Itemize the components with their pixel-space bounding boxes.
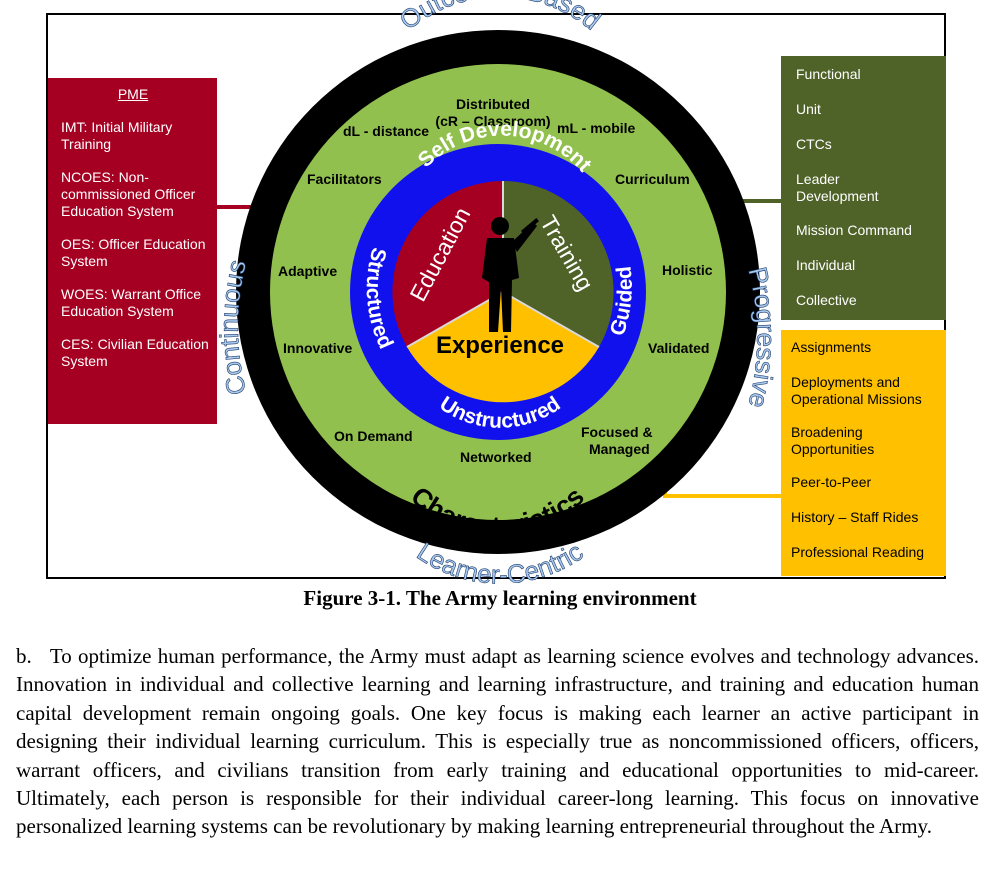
characteristic-focused: Focused & (581, 424, 653, 440)
sector-divider (406, 291, 504, 348)
body-paragraph: b. To optimize human performance, the Ar… (16, 642, 979, 841)
sector-divider (502, 291, 600, 348)
component-classroom: (cR – Classroom) (435, 113, 550, 129)
pme-item-ces: CES: Civilian Education System (61, 336, 209, 369)
experience-item-assignments: Assignments (791, 339, 872, 355)
characteristic-holistic: Holistic (662, 262, 713, 278)
experience-item-reading: Professional Reading (791, 544, 925, 560)
component-distributed: Distributed (456, 96, 530, 112)
experience-item-broadening: Broadening Opportunities (791, 424, 875, 457)
experience-label: Experience (436, 332, 564, 359)
characteristic-managed: Managed (589, 441, 650, 457)
characteristic-adaptive: Adaptive (278, 263, 337, 279)
experience-item-deployments: Deployments and Operational Missions (791, 374, 922, 407)
pme-item-woes: WOES: Warrant Office Education System (61, 286, 202, 319)
training-item-ctcs: CTCs (796, 136, 832, 152)
experience-item-peer: Peer-to-Peer (791, 474, 872, 490)
characteristic-on-demand: On Demand (334, 428, 413, 444)
education-sector (392, 181, 503, 347)
soldier-icon (482, 217, 539, 332)
pme-box: PME IMT: Initial Military Training NCOES… (48, 78, 217, 424)
figure-caption: Figure 3-1. The Army learning environmen… (303, 586, 697, 610)
paragraph-marker: b. (16, 644, 32, 668)
training-item-mission-command: Mission Command (796, 222, 912, 238)
training-sector (503, 181, 614, 347)
characteristic-networked: Networked (460, 449, 532, 465)
characteristic-innovative: Innovative (283, 340, 352, 356)
training-item-collective: Collective (796, 292, 857, 308)
paragraph-text: To optimize human performance, the Army … (16, 644, 979, 839)
training-list-box: Functional Unit CTCs Leader Development … (781, 56, 946, 320)
pme-item-ncoes: NCOES: Non-commissioned Officer Educatio… (61, 169, 196, 219)
pme-title: PME (117, 86, 149, 102)
training-item-functional: Functional (796, 66, 861, 82)
experience-item-history: History – Staff Rides (791, 509, 919, 525)
experience-list-box: Assignments Deployments and Operational … (781, 330, 946, 576)
component-mobile: mL - mobile (557, 120, 636, 136)
component-curriculum: Curriculum (615, 171, 690, 187)
training-item-individual: Individual (796, 257, 856, 273)
training-item-unit: Unit (796, 101, 821, 117)
training-item-leader-development: Leader Development (796, 171, 879, 204)
learning-environment-diagram: Outcomes Based Learner-Centric Continuou… (214, 0, 782, 590)
pme-item-oes: OES: Officer Education System (61, 236, 206, 269)
component-distance: dL - distance (343, 123, 429, 139)
characteristic-validated: Validated (648, 340, 709, 356)
component-facilitators: Facilitators (307, 171, 382, 187)
pme-item-imt: IMT: Initial Military Training (61, 119, 173, 152)
